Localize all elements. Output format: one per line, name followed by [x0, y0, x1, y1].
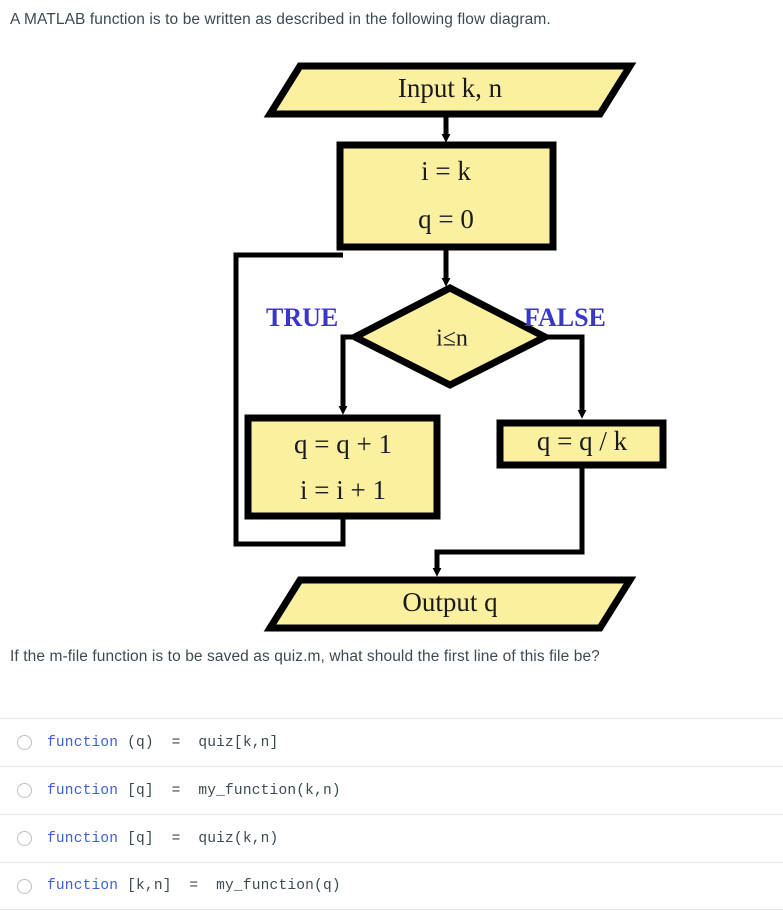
- radio-button-1[interactable]: [17, 735, 32, 750]
- option-label-1: function (q) = quiz[k,n]: [47, 735, 278, 751]
- flow-diagram: Input k, n i = k q = 0 i≤n TRUE FALSE q …: [0, 52, 783, 632]
- input-node-label: Input k, n: [398, 73, 503, 103]
- output-node-label: Output q: [402, 587, 498, 617]
- option-label-3: function [q] = quiz(k,n): [47, 831, 278, 847]
- radio-button-4[interactable]: [17, 878, 32, 894]
- code-keyword-2: function: [47, 782, 119, 799]
- question-text: If the m-file function is to be saved as…: [10, 648, 600, 665]
- init-shape: i = k q = 0: [336, 141, 557, 251]
- option-row-2[interactable]: function [q] = my_function(k,n): [0, 766, 783, 814]
- branch-true-label: TRUE: [266, 303, 338, 332]
- connector-loop-back: [233, 252, 346, 547]
- true-node-line1: q = q + 1: [294, 429, 392, 459]
- code-keyword-4: function: [47, 878, 119, 894]
- false-shape: q = q / k: [496, 419, 667, 469]
- false-node-label: q = q / k: [537, 426, 628, 456]
- init-node-line2: q = 0: [418, 204, 474, 234]
- decision-shape: i≤n: [347, 284, 553, 389]
- code-rest-1: (q) = quiz[k,n]: [118, 734, 279, 751]
- true-shape: q = q + 1 i = i + 1: [244, 414, 441, 520]
- option-label-2: function [q] = my_function(k,n): [47, 783, 341, 799]
- answer-options-list: function (q) = quiz[k,n] function [q] = …: [0, 718, 783, 910]
- option-row-3[interactable]: function [q] = quiz(k,n): [0, 814, 783, 862]
- connector-false-to-output: [432, 465, 585, 577]
- input-shape: Input k, n: [263, 62, 637, 118]
- branch-false-label: FALSE: [524, 303, 606, 332]
- init-node-line1: i = k: [421, 156, 471, 186]
- option-row-4[interactable]: function [k,n] = my_function(q): [0, 862, 783, 910]
- code-keyword-1: function: [47, 734, 119, 751]
- code-rest-3: [q] = quiz(k,n): [118, 830, 279, 847]
- decision-node-label: i≤n: [436, 326, 468, 352]
- code-rest-2: [q] = my_function(k,n): [118, 782, 341, 799]
- option-label-4: function [k,n] = my_function(q): [47, 878, 341, 894]
- option-row-1[interactable]: function (q) = quiz[k,n]: [0, 718, 783, 766]
- output-shape: Output q: [263, 576, 637, 632]
- prompt-text: A MATLAB function is to be written as de…: [10, 11, 551, 28]
- connector-false-branch: [545, 334, 587, 419]
- code-rest-4: [k,n] = my_function(q): [118, 878, 341, 894]
- radio-button-3[interactable]: [17, 831, 32, 846]
- connector-true-branch: [338, 334, 355, 415]
- radio-button-2[interactable]: [17, 783, 32, 798]
- true-node-line2: i = i + 1: [300, 475, 386, 505]
- code-keyword-3: function: [47, 830, 119, 847]
